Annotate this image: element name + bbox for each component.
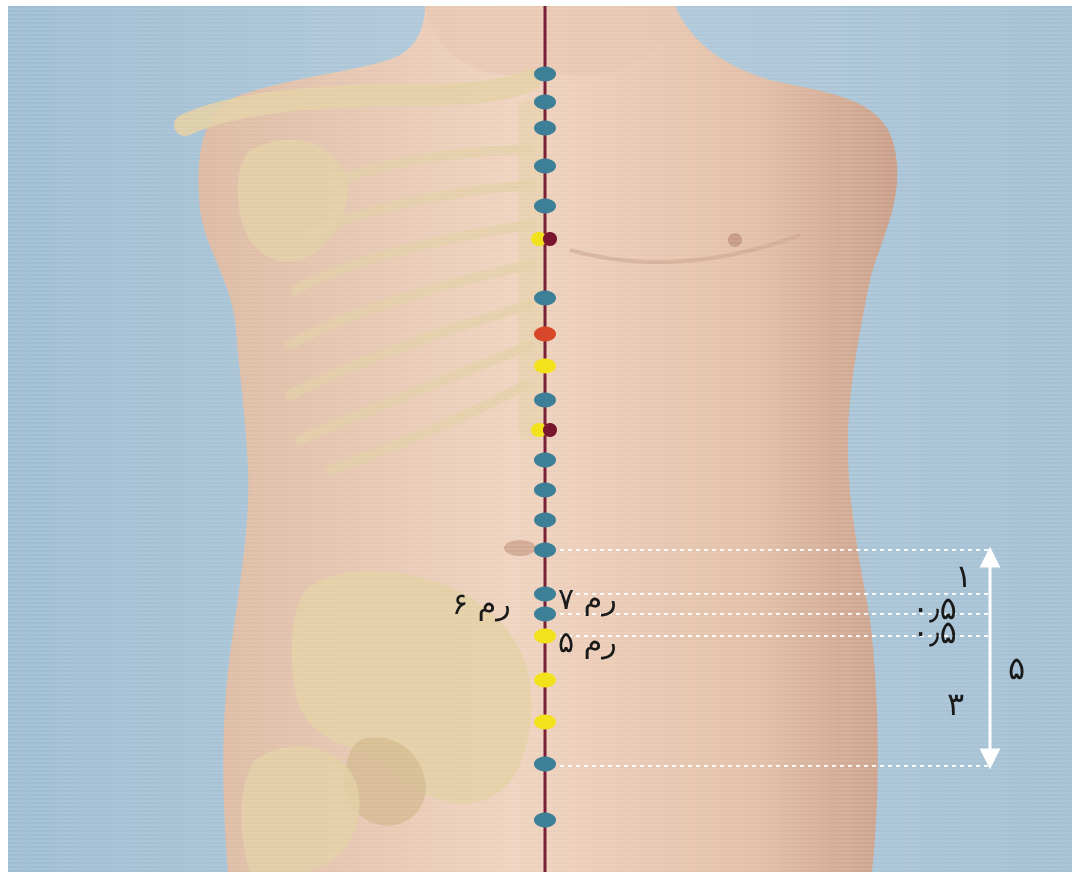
acupoint-marker xyxy=(534,607,556,622)
acupoint-marker xyxy=(534,587,556,602)
acupoint-marker xyxy=(534,291,556,306)
acupoint-marker xyxy=(534,483,556,498)
acupoint-marker xyxy=(534,327,556,342)
point-label-ren5: رم ۵ xyxy=(558,628,617,658)
acupoint-marker xyxy=(534,715,556,730)
acupoint-marker xyxy=(534,543,556,558)
acupoint-marker xyxy=(534,95,556,110)
acupoint-marker xyxy=(534,159,556,174)
measure-total: ۵ xyxy=(1008,652,1025,684)
measure-seg3: ۳ xyxy=(947,688,964,720)
acupoint-marker xyxy=(534,757,556,772)
acupoint-marker xyxy=(534,629,556,644)
acupoint-marker xyxy=(534,453,556,468)
scan-overlay xyxy=(8,6,1072,872)
acupoint-marker xyxy=(534,121,556,136)
acupoint-marker xyxy=(543,232,557,246)
acupoint-marker xyxy=(534,67,556,82)
acupoint-marker xyxy=(534,513,556,528)
point-label-ren7: رم ۷ xyxy=(558,585,617,615)
acupoint-marker xyxy=(534,673,556,688)
acupoint-marker xyxy=(534,359,556,374)
acupoint-marker xyxy=(543,423,557,437)
acupoint-marker xyxy=(534,393,556,408)
point-label-ren6: رم ۶ xyxy=(452,590,511,620)
measure-seg1: ۱ xyxy=(955,560,972,592)
acupoint-marker xyxy=(534,199,556,214)
acupoint-marker xyxy=(534,813,556,828)
measure-half-b: ۰٫۵ xyxy=(912,616,957,648)
